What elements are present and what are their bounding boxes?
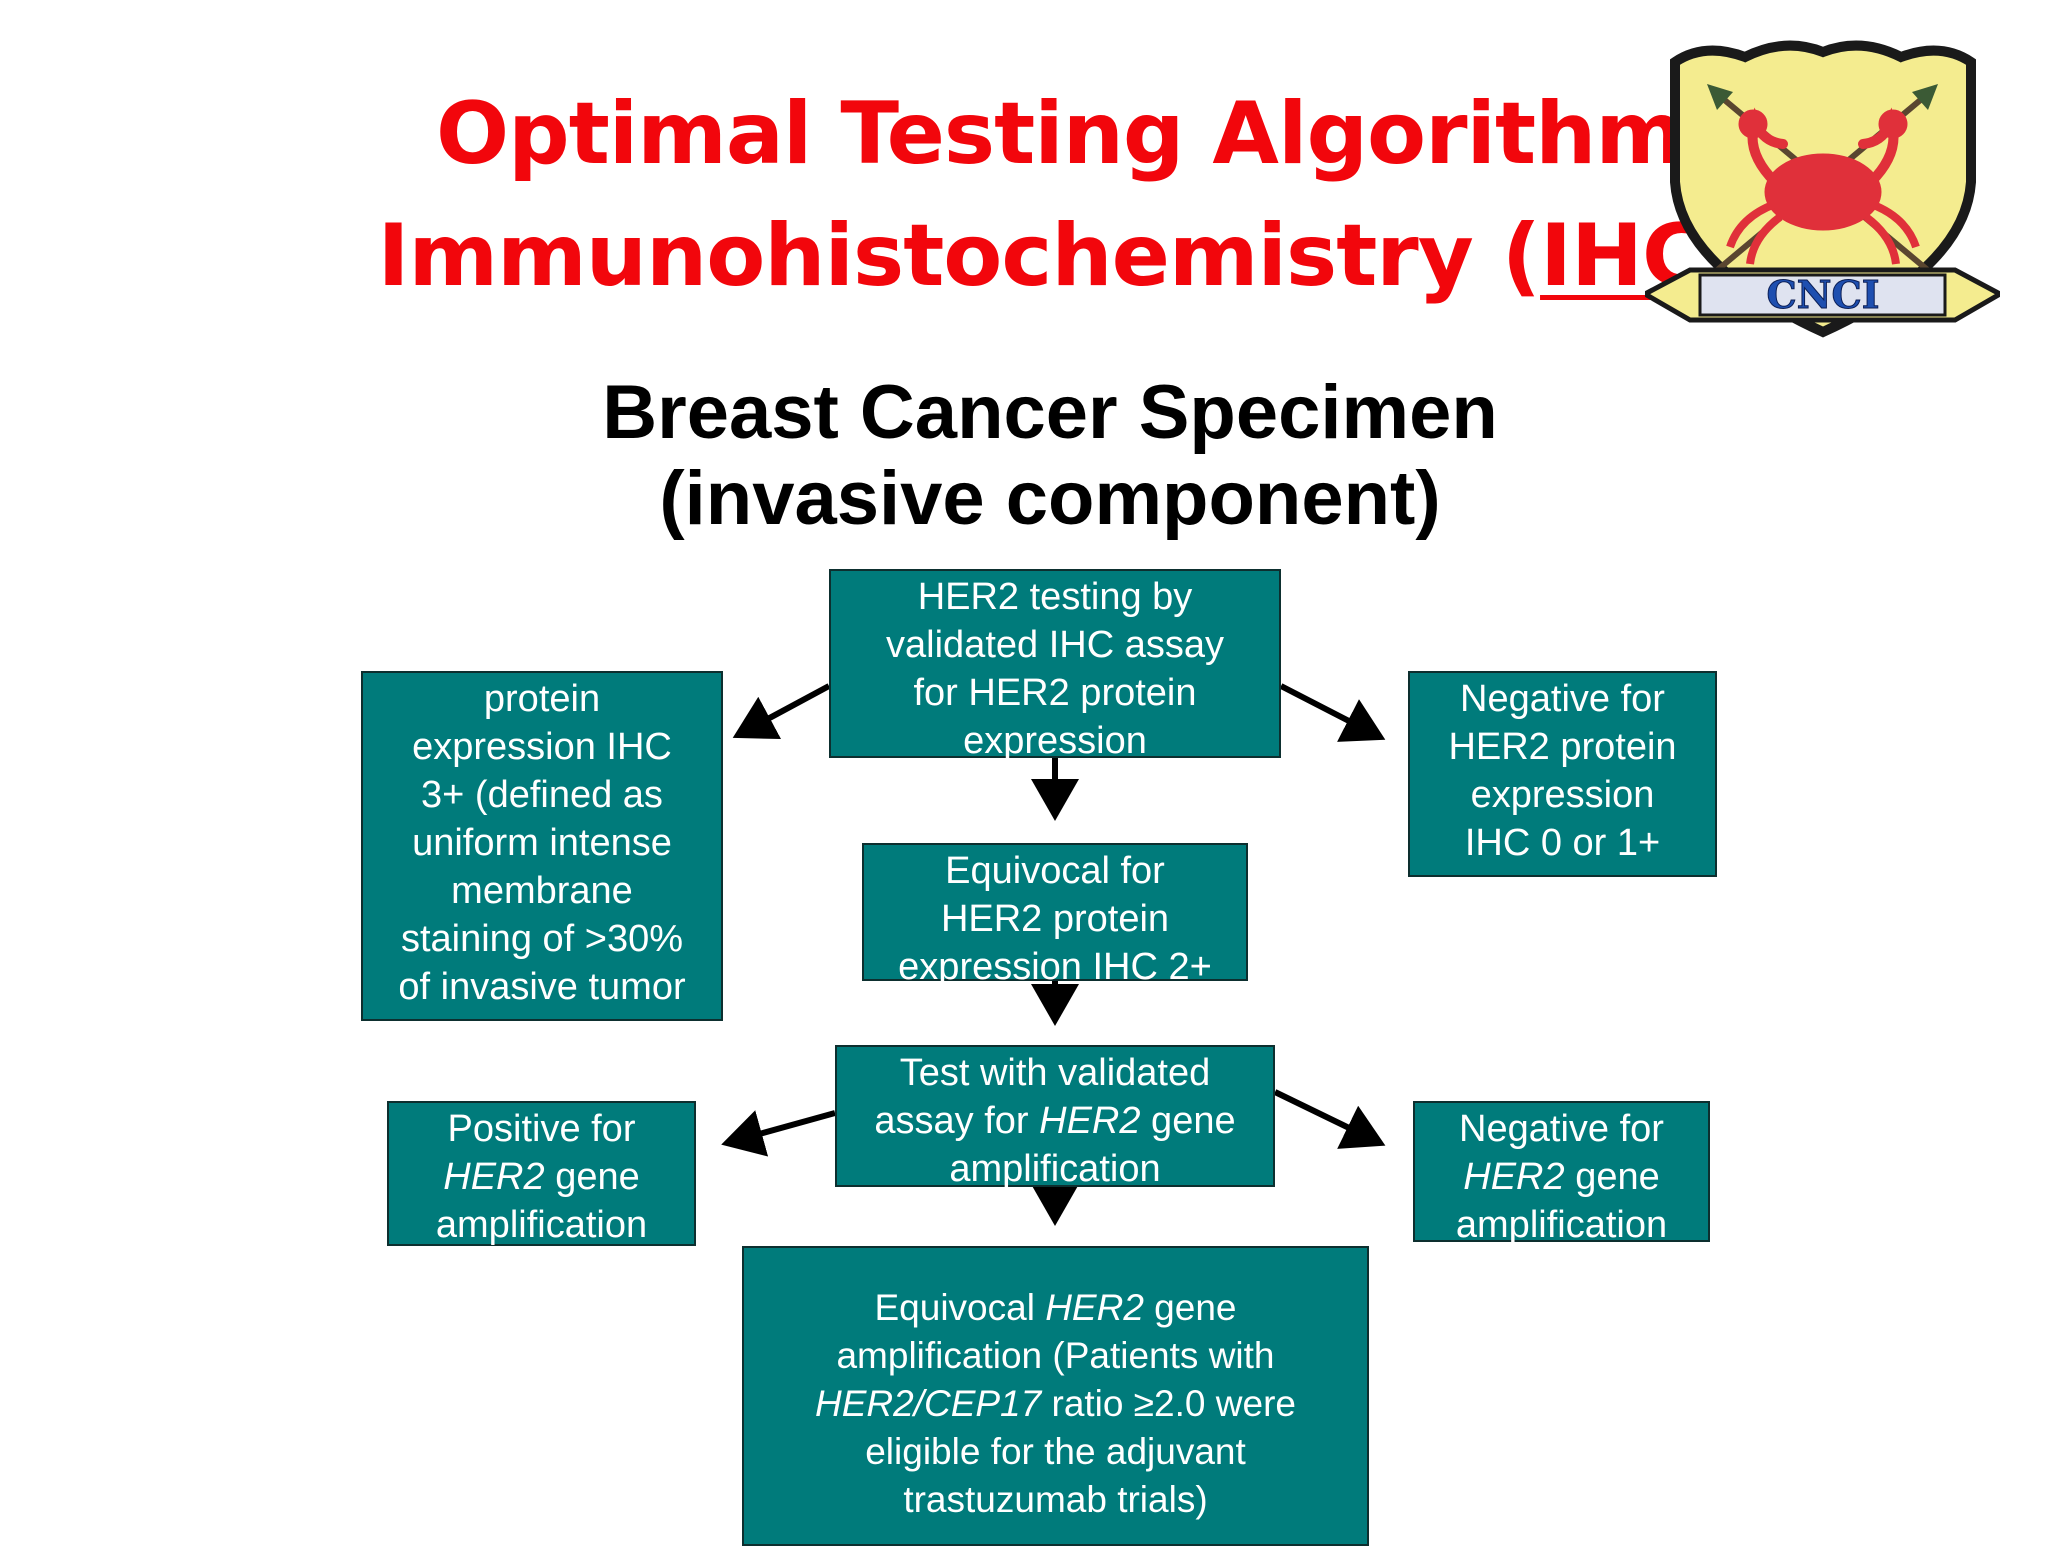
gene-amplification-positive-box: Positive for HER2 gene amplification xyxy=(387,1101,696,1246)
slide-title-line-2: Immunohistochemistry (IHC) xyxy=(260,206,1860,306)
gene-amplification-test-box: Test with validated assay for HER2 gene … xyxy=(835,1045,1275,1190)
gene-amplification-equivocal-box: Equivocal HER2 gene amplification (Patie… xyxy=(742,1246,1369,1546)
title-prefix: Immunohistochemistry ( xyxy=(377,206,1541,306)
subtitle-line-2: (invasive component) xyxy=(659,456,1441,541)
ihc-equivocal-box: Equivocal for HER2 protein expression IH… xyxy=(862,843,1248,988)
logo-text: CNCI xyxy=(1767,272,1880,317)
gene-amplification-negative-box: Negative for HER2 gene amplification xyxy=(1413,1101,1710,1246)
subtitle-line-1: Breast Cancer Specimen xyxy=(602,370,1498,455)
ihc-3plus-positive-box: protein expression IHC 3+ (defined as un… xyxy=(361,671,723,1021)
ihc-negative-box: Negative for HER2 protein expression IHC… xyxy=(1408,671,1717,877)
arrow-top-to-right1 xyxy=(1279,683,1386,742)
arrow-mid2-to-left2 xyxy=(721,1110,836,1157)
arrow-top-to-left1 xyxy=(732,683,831,740)
arrow-mid2-to-right2 xyxy=(1273,1089,1386,1149)
crab-icon xyxy=(1726,107,1920,265)
her2-ihc-testing-box: HER2 testing by validated IHC assay for … xyxy=(829,569,1281,762)
cnci-logo: CNCI xyxy=(1645,40,2000,338)
slide-title-line-1: Optimal Testing Algorithm xyxy=(436,84,1685,184)
